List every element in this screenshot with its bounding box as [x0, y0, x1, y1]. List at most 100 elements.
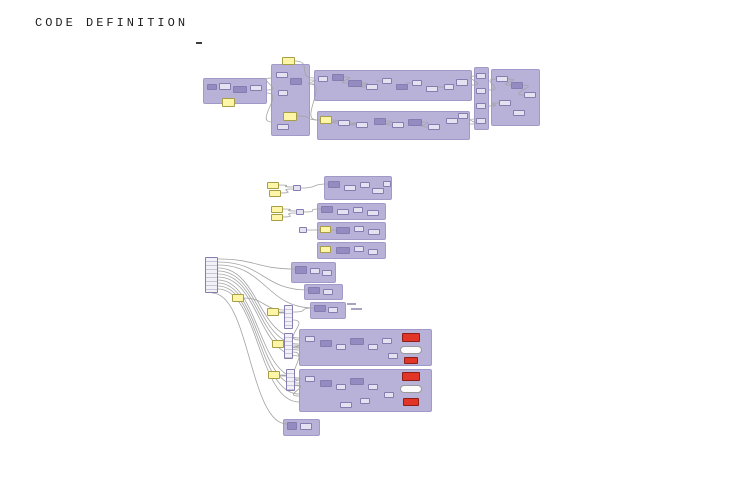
component-node[interactable] — [350, 338, 364, 345]
component-node[interactable] — [368, 229, 380, 235]
component-node[interactable] — [408, 119, 422, 126]
component-node[interactable] — [426, 86, 438, 92]
component-node[interactable] — [368, 249, 378, 255]
error-component-node[interactable] — [403, 398, 419, 406]
component-node[interactable] — [287, 422, 297, 430]
component-node[interactable] — [305, 376, 315, 382]
panel-node[interactable] — [268, 371, 280, 379]
panel-node[interactable] — [269, 190, 281, 197]
component-node[interactable] — [336, 344, 346, 350]
multi-param-node[interactable] — [284, 305, 293, 329]
component-node[interactable] — [233, 86, 247, 93]
component-node[interactable] — [388, 353, 398, 359]
component-node[interactable] — [320, 380, 332, 387]
component-node[interactable] — [368, 344, 378, 350]
component-node[interactable] — [299, 227, 307, 233]
error-component-node[interactable] — [402, 333, 420, 342]
component-node[interactable] — [374, 118, 386, 125]
component-node[interactable] — [384, 392, 394, 398]
component-node[interactable] — [524, 92, 536, 98]
component-node[interactable] — [328, 307, 338, 313]
component-node[interactable] — [323, 289, 333, 295]
component-node[interactable] — [354, 246, 364, 252]
component-node[interactable] — [305, 336, 315, 342]
component-node[interactable] — [360, 182, 370, 188]
component-node[interactable] — [476, 103, 486, 109]
component-node[interactable] — [350, 378, 364, 385]
component-node[interactable] — [412, 80, 422, 86]
panel-node[interactable] — [282, 57, 295, 65]
component-node[interactable] — [368, 384, 378, 390]
panel-node[interactable] — [267, 182, 279, 189]
component-node[interactable] — [392, 122, 404, 128]
component-node[interactable] — [276, 72, 288, 78]
component-node[interactable] — [354, 226, 364, 232]
component-node[interactable] — [336, 384, 346, 390]
component-node[interactable] — [476, 73, 486, 79]
component-node[interactable] — [336, 227, 350, 234]
component-node[interactable] — [320, 340, 332, 347]
node-group[interactable] — [474, 67, 489, 130]
capsule-node[interactable] — [400, 385, 422, 393]
error-component-node[interactable] — [402, 372, 420, 381]
component-node[interactable] — [513, 110, 525, 116]
component-node[interactable] — [340, 402, 352, 408]
component-node[interactable] — [308, 287, 320, 294]
multi-param-node[interactable] — [284, 333, 293, 359]
component-node[interactable] — [382, 78, 392, 84]
capsule-node[interactable] — [400, 346, 422, 354]
component-node[interactable] — [293, 185, 301, 191]
component-node[interactable] — [372, 188, 384, 194]
panel-node[interactable] — [320, 226, 331, 233]
component-node[interactable] — [278, 90, 288, 96]
multi-param-node[interactable] — [286, 369, 295, 391]
component-node[interactable] — [360, 398, 370, 404]
component-node[interactable] — [382, 338, 392, 344]
component-node[interactable] — [310, 268, 320, 274]
component-node[interactable] — [295, 266, 307, 274]
component-node[interactable] — [456, 79, 468, 86]
component-node[interactable] — [444, 84, 454, 90]
component-node[interactable] — [207, 84, 217, 90]
component-node[interactable] — [428, 124, 440, 130]
component-node[interactable] — [328, 181, 340, 188]
component-node[interactable] — [383, 181, 391, 187]
component-node[interactable] — [367, 210, 379, 216]
component-node[interactable] — [366, 84, 378, 90]
component-node[interactable] — [353, 207, 363, 213]
component-node[interactable] — [458, 113, 468, 119]
component-node[interactable] — [277, 124, 289, 130]
component-node[interactable] — [322, 270, 332, 276]
component-node[interactable] — [332, 74, 344, 81]
component-node[interactable] — [476, 88, 486, 94]
component-node[interactable] — [511, 82, 523, 89]
component-node[interactable] — [496, 76, 508, 82]
panel-node[interactable] — [283, 112, 297, 121]
component-node[interactable] — [499, 100, 511, 106]
component-node[interactable] — [296, 209, 304, 215]
component-node[interactable] — [338, 120, 350, 126]
panel-node[interactable] — [271, 214, 283, 221]
component-node[interactable] — [321, 206, 333, 213]
panel-node[interactable] — [320, 246, 331, 253]
component-node[interactable] — [314, 305, 326, 312]
panel-node[interactable] — [272, 340, 284, 348]
component-node[interactable] — [348, 80, 362, 87]
multi-param-node[interactable] — [205, 257, 218, 293]
panel-node[interactable] — [271, 206, 283, 213]
component-node[interactable] — [336, 247, 350, 254]
component-node[interactable] — [344, 185, 356, 191]
node-group[interactable] — [317, 222, 386, 240]
error-component-node[interactable] — [404, 357, 418, 364]
panel-node[interactable] — [320, 116, 332, 124]
component-node[interactable] — [300, 423, 312, 430]
panel-node[interactable] — [232, 294, 244, 302]
component-node[interactable] — [446, 118, 458, 124]
panel-node[interactable] — [222, 98, 235, 107]
component-node[interactable] — [356, 122, 368, 128]
component-node[interactable] — [396, 84, 408, 90]
component-node[interactable] — [290, 78, 302, 85]
component-node[interactable] — [219, 83, 231, 90]
panel-node[interactable] — [267, 308, 279, 316]
